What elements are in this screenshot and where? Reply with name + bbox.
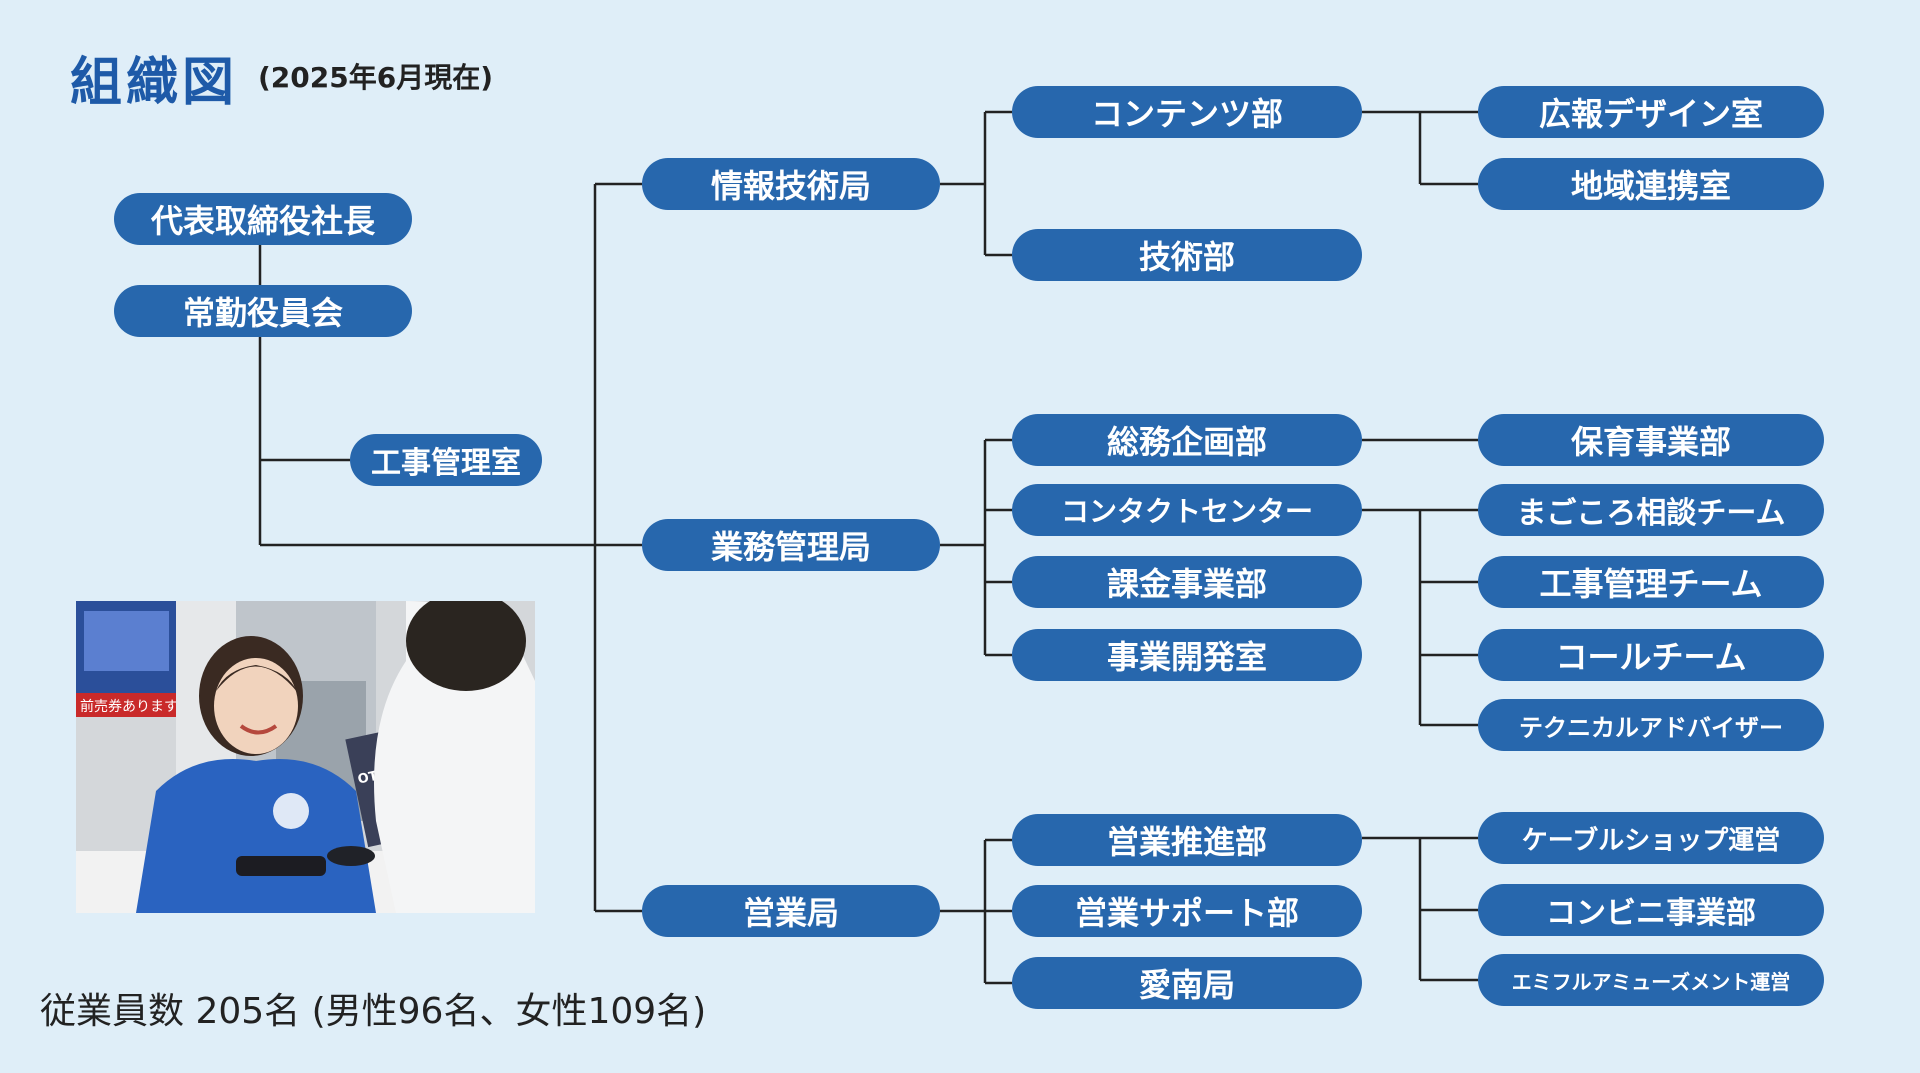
staff-photo: 前売券あります OTOKU (76, 601, 535, 913)
node-general-affairs: 総務企画部 (1012, 414, 1362, 466)
node-construction-team: 工事管理チーム (1478, 556, 1824, 608)
node-ainan: 愛南局 (1012, 957, 1362, 1009)
poster-sign-text: 前売券あります (80, 698, 178, 715)
node-sales-bureau: 営業局 (642, 885, 940, 937)
node-ops-bureau: 業務管理局 (642, 519, 940, 571)
page-subtitle: (2025年6月現在) (258, 61, 494, 94)
node-cable-shop: ケーブルショップ運営 (1478, 812, 1824, 864)
node-regional: 地域連携室 (1478, 158, 1824, 210)
node-tech-advisor: テクニカルアドバイザー (1478, 699, 1824, 751)
node-convenience: コンビニ事業部 (1478, 884, 1824, 936)
node-tech-dept: 技術部 (1012, 229, 1362, 281)
node-president: 代表取締役社長 (114, 193, 412, 245)
node-sales-support: 営業サポート部 (1012, 885, 1362, 937)
node-info-bureau: 情報技術局 (642, 158, 940, 210)
node-billing: 課金事業部 (1012, 556, 1362, 608)
node-sales-promotion: 営業推進部 (1012, 814, 1362, 866)
staff-photo-illustration: 前売券あります OTOKU (76, 601, 535, 913)
node-contact-center: コンタクトセンター (1012, 484, 1362, 536)
node-call-team: コールチーム (1478, 629, 1824, 681)
node-biz-dev: 事業開発室 (1012, 629, 1362, 681)
node-magokoro: まごころ相談チーム (1478, 484, 1824, 536)
node-emifull: エミフルアミューズメント運営 (1478, 954, 1824, 1006)
node-construction-office: 工事管理室 (350, 434, 542, 486)
employee-count: 従業員数 205名 (男性96名、女性109名) (40, 991, 707, 1032)
node-pr-design: 広報デザイン室 (1478, 86, 1824, 138)
node-contents-dept: コンテンツ部 (1012, 86, 1362, 138)
node-childcare: 保育事業部 (1478, 414, 1824, 466)
node-board: 常勤役員会 (114, 285, 412, 337)
page-title: 組織図 (70, 53, 239, 113)
